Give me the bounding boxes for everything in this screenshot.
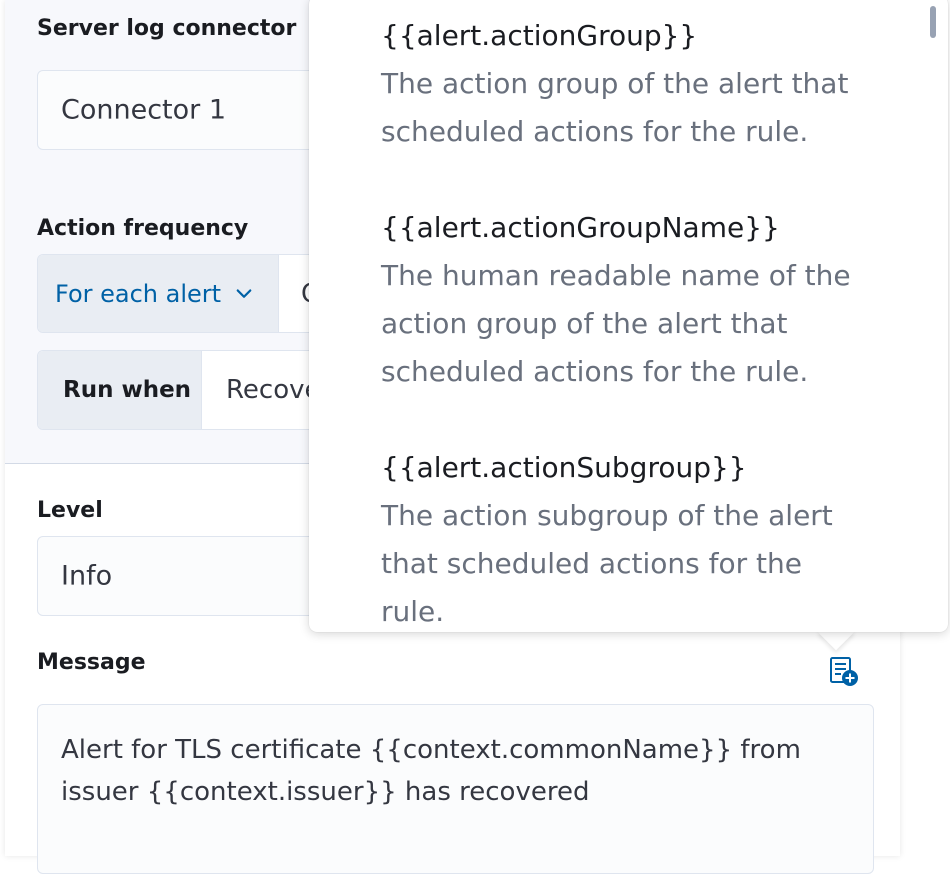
message-textarea[interactable]: Alert for TLS certificate {{context.comm… [37, 704, 874, 874]
variable-name: {{alert.actionSubgroup}} [381, 451, 747, 484]
run-when-label-text: Run when [63, 377, 192, 403]
variable-name: {{alert.actionGroup}} [381, 19, 698, 52]
variable-description-line: scheduled actions for the rule. [381, 355, 809, 388]
message-line-1: Alert for TLS certificate {{context.comm… [61, 735, 801, 765]
run-when-select[interactable]: Recove [226, 375, 321, 405]
variables-popover: {{alert.actionGroup}} The action group o… [309, 0, 948, 632]
variable-option[interactable]: {{alert.actionGroupName}} The human read… [381, 204, 921, 396]
run-when-label: Run when [38, 351, 202, 429]
variable-description-line: that scheduled actions for the [381, 547, 802, 580]
variable-option[interactable]: {{alert.actionGroup}} The action group o… [381, 12, 921, 156]
action-frequency-label: Action frequency [37, 216, 249, 241]
level-label: Level [37, 498, 103, 523]
message-label: Message [37, 650, 146, 675]
variable-option[interactable]: {{alert.actionSubgroup}} The action subg… [381, 444, 921, 632]
connector-label: Server log connector [37, 16, 297, 41]
variable-description-line: scheduled actions for the rule. [381, 115, 809, 148]
variable-description-line: The action group of the alert that [381, 67, 849, 100]
frequency-select[interactable]: For each alert [38, 255, 279, 332]
variable-description-line: The human readable name of the [381, 259, 851, 292]
frequency-selected-value: For each alert [55, 279, 222, 308]
connector-value: Connector 1 [61, 94, 227, 126]
variable-description-line: rule. [381, 595, 445, 628]
popover-scrollbar[interactable] [930, 6, 936, 38]
chevron-down-icon [236, 289, 252, 298]
level-value: Info [61, 560, 113, 592]
variable-description-line: action group of the alert that [381, 307, 788, 340]
add-variable-icon[interactable] [827, 656, 861, 688]
variable-description-line: The action subgroup of the alert [381, 499, 833, 532]
variable-name: {{alert.actionGroupName}} [381, 211, 780, 244]
message-line-2: issuer {{context.issuer}} has recovered [61, 777, 590, 807]
